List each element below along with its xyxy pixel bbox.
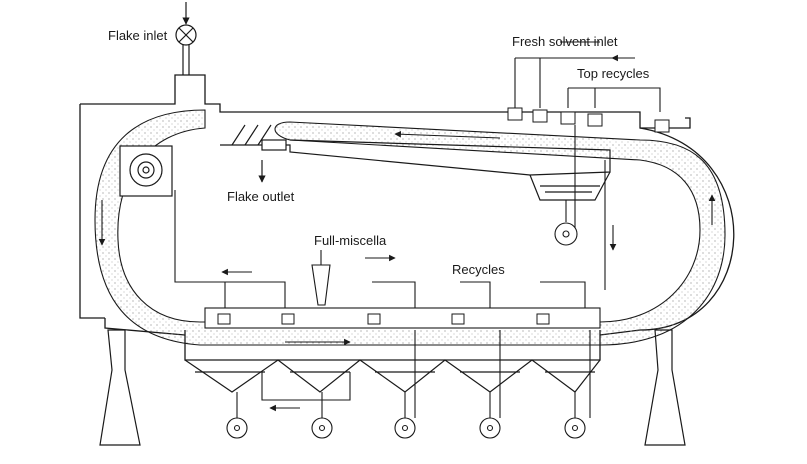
bottom-pumps	[226, 330, 591, 439]
flow-arrows	[98, 130, 716, 412]
drive-drum	[119, 145, 173, 197]
flake-inlet-label: Flake inlet	[108, 28, 168, 43]
support-legs	[99, 329, 686, 446]
flake-outlet-label: Flake outlet	[227, 189, 295, 204]
upper-deck	[220, 139, 611, 201]
full-miscella-label: Full-miscella	[314, 233, 387, 248]
flake-bed-loop	[94, 109, 726, 346]
flake-outlet	[231, 124, 287, 183]
flake-inlet-valve	[175, 2, 197, 75]
recycles-label: Recycles	[452, 262, 505, 277]
top-recycles-label: Top recycles	[577, 66, 650, 81]
miscella-hoppers	[184, 359, 601, 393]
top-spray-nozzles	[507, 107, 670, 133]
upper-pump	[554, 160, 617, 290]
lower-spray-nozzles	[217, 313, 550, 325]
lower-recycle-manifold	[174, 190, 601, 329]
fresh-solvent-manifold	[514, 41, 661, 240]
fresh-solvent-inlet-label: Fresh solvent inlet	[512, 34, 618, 49]
